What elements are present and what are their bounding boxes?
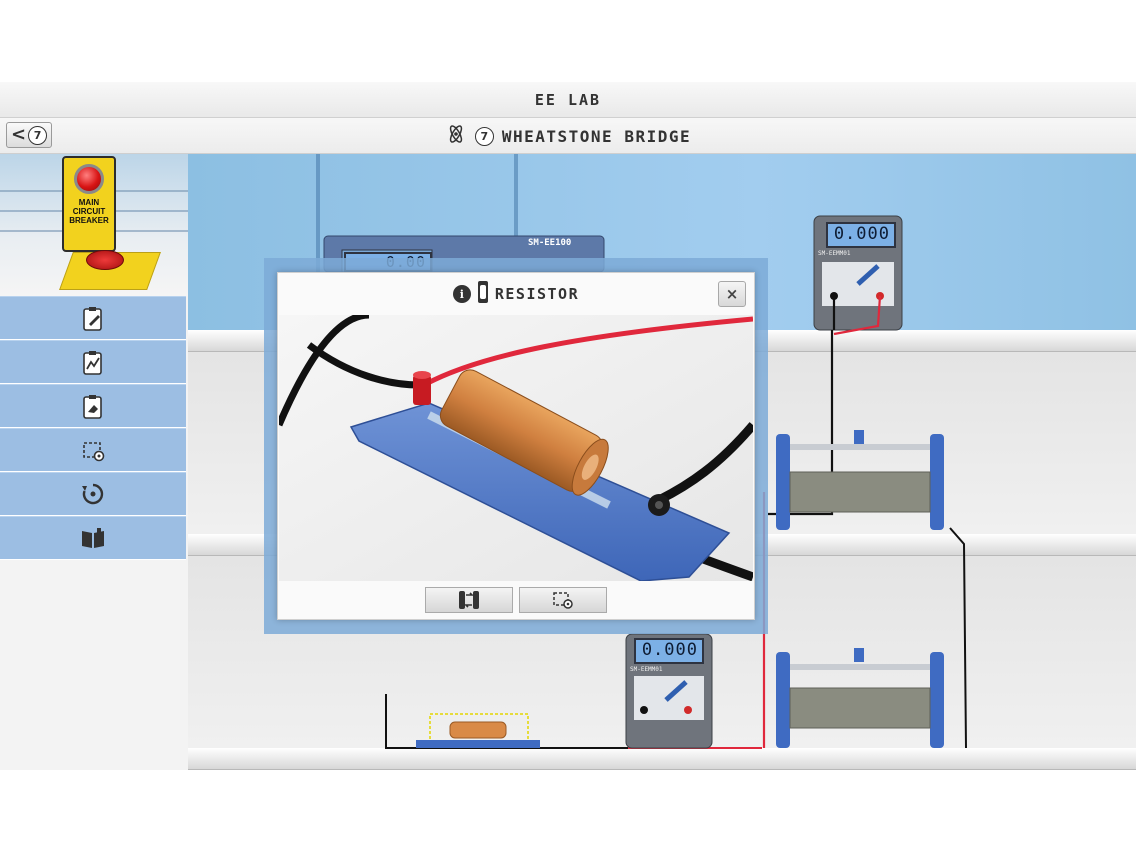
reset-button[interactable] [0, 472, 186, 516]
manual-book-icon [82, 528, 104, 548]
rheostat-upper[interactable] [776, 430, 944, 530]
modal-close-button[interactable]: × [718, 281, 746, 307]
title-bar: EE LAB [0, 82, 1136, 118]
bench-edge [188, 748, 1136, 770]
clipboard-pencil-icon [83, 307, 102, 331]
breaker-label-line1: MAIN [78, 198, 100, 207]
swap-resistor-icon [459, 591, 479, 609]
power-supply-brand: SM-EE100 [528, 238, 572, 248]
clear-data-button[interactable] [0, 384, 186, 428]
experiment-bar: 7 WHEATSTONE BRIDGE < 7 [0, 118, 1136, 154]
graph-button[interactable] [0, 340, 186, 384]
swap-component-button[interactable] [425, 587, 513, 613]
multimeter-top-display: 0.000 [826, 222, 896, 248]
reset-icon [82, 483, 104, 505]
graph-clipboard-icon [83, 351, 102, 375]
modal-title: RESISTOR [494, 285, 580, 303]
experiment-number: 7 [474, 126, 494, 146]
experiment-title: WHEATSTONE BRIDGE [501, 126, 692, 146]
ee-lab-app: EE LAB 7 WHEATSTONE BRIDGE < 7 [0, 82, 1136, 770]
notes-button[interactable] [0, 296, 186, 340]
breaker-label-line3: BREAKER [69, 216, 109, 225]
resistor-icon [477, 280, 489, 308]
modal-header: i RESISTOR [278, 273, 754, 315]
resistor-info-modal: i RESISTOR × [277, 272, 755, 620]
multimeter-top-brand: SM-EEMM01 [818, 250, 851, 257]
back-experiment-number: 7 [28, 125, 48, 145]
info-icon: i [452, 285, 471, 303]
left-sidebar: MAIN CIRCUIT BREAKER [0, 154, 188, 770]
circuit-settings-icon [83, 442, 105, 462]
resistor-on-bench[interactable] [416, 713, 540, 748]
resistor-image [279, 315, 753, 581]
circuit-settings-button[interactable] [0, 428, 186, 472]
multimeter-bottom-display: 0.000 [634, 638, 704, 664]
tool-list [0, 296, 188, 560]
chevron-left-icon: < [10, 124, 27, 145]
breaker-push-button[interactable] [86, 250, 124, 270]
modal-footer [278, 581, 754, 619]
main-circuit-breaker[interactable]: MAIN CIRCUIT BREAKER [62, 156, 116, 252]
app-title: EE LAB [534, 91, 602, 109]
manual-button[interactable] [0, 516, 186, 560]
component-settings-button[interactable] [519, 587, 607, 613]
circuit-settings-icon [553, 592, 573, 609]
experiment-title-group: 7 WHEATSTONE BRIDGE [0, 118, 1136, 154]
rheostat-lower[interactable] [776, 648, 944, 748]
breaker-indicator-light [74, 164, 104, 194]
back-button[interactable]: < 7 [6, 122, 52, 148]
multimeter-bottom-brand: SM-EEMM01 [630, 666, 663, 673]
clipboard-eraser-icon [83, 395, 102, 419]
breaker-label-line2: CIRCUIT [72, 207, 106, 216]
breaker-area: MAIN CIRCUIT BREAKER [0, 154, 188, 296]
atom-icon [445, 123, 467, 149]
